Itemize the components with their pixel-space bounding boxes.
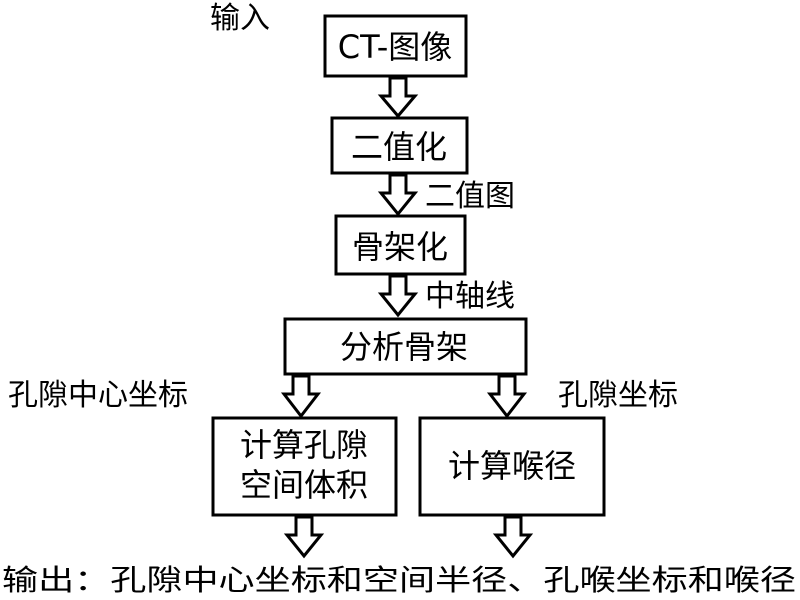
pore-center-coords-label: 孔隙中心坐标 [8,378,188,413]
arrow-pore-volume-to-output [283,515,325,559]
pore-volume-text-line2: 空间体积 [240,466,368,504]
pore-coords-label: 孔隙坐标 [558,378,678,413]
skeletonize-box [334,214,467,276]
analyze-skeleton-box [283,317,528,376]
skeletonize-text: 骨架化 [352,228,448,266]
input-label: 输入 [210,1,270,36]
pore-volume-box [211,416,398,517]
throat-diameter-box [418,416,606,517]
arrow-binarize-to-skeletonize [377,173,419,217]
arrow-skeletonize-to-analyze [377,274,419,318]
arrow-analyze-to-throat [486,374,528,419]
binary-image-label: 二值图 [425,179,515,214]
binarize-text: 二值化 [351,128,447,166]
ct-image-box [323,14,468,78]
throat-diameter-text: 计算喉径 [448,447,576,485]
output-label: 输出：孔隙中心坐标和空间半径、孔喉坐标和喉径 [2,563,796,597]
medial-axis-label: 中轴线 [425,279,515,314]
ct-image-text: CT-图像 [338,28,453,66]
arrow-throat-to-output [492,515,534,559]
arrow-ct-to-binarize [377,76,419,119]
binarize-box [330,116,469,175]
analyze-skeleton-text: 分析骨架 [340,328,468,366]
arrow-analyze-to-pore-volume [280,374,322,419]
pore-volume-text-line1: 计算孔隙 [240,426,368,464]
